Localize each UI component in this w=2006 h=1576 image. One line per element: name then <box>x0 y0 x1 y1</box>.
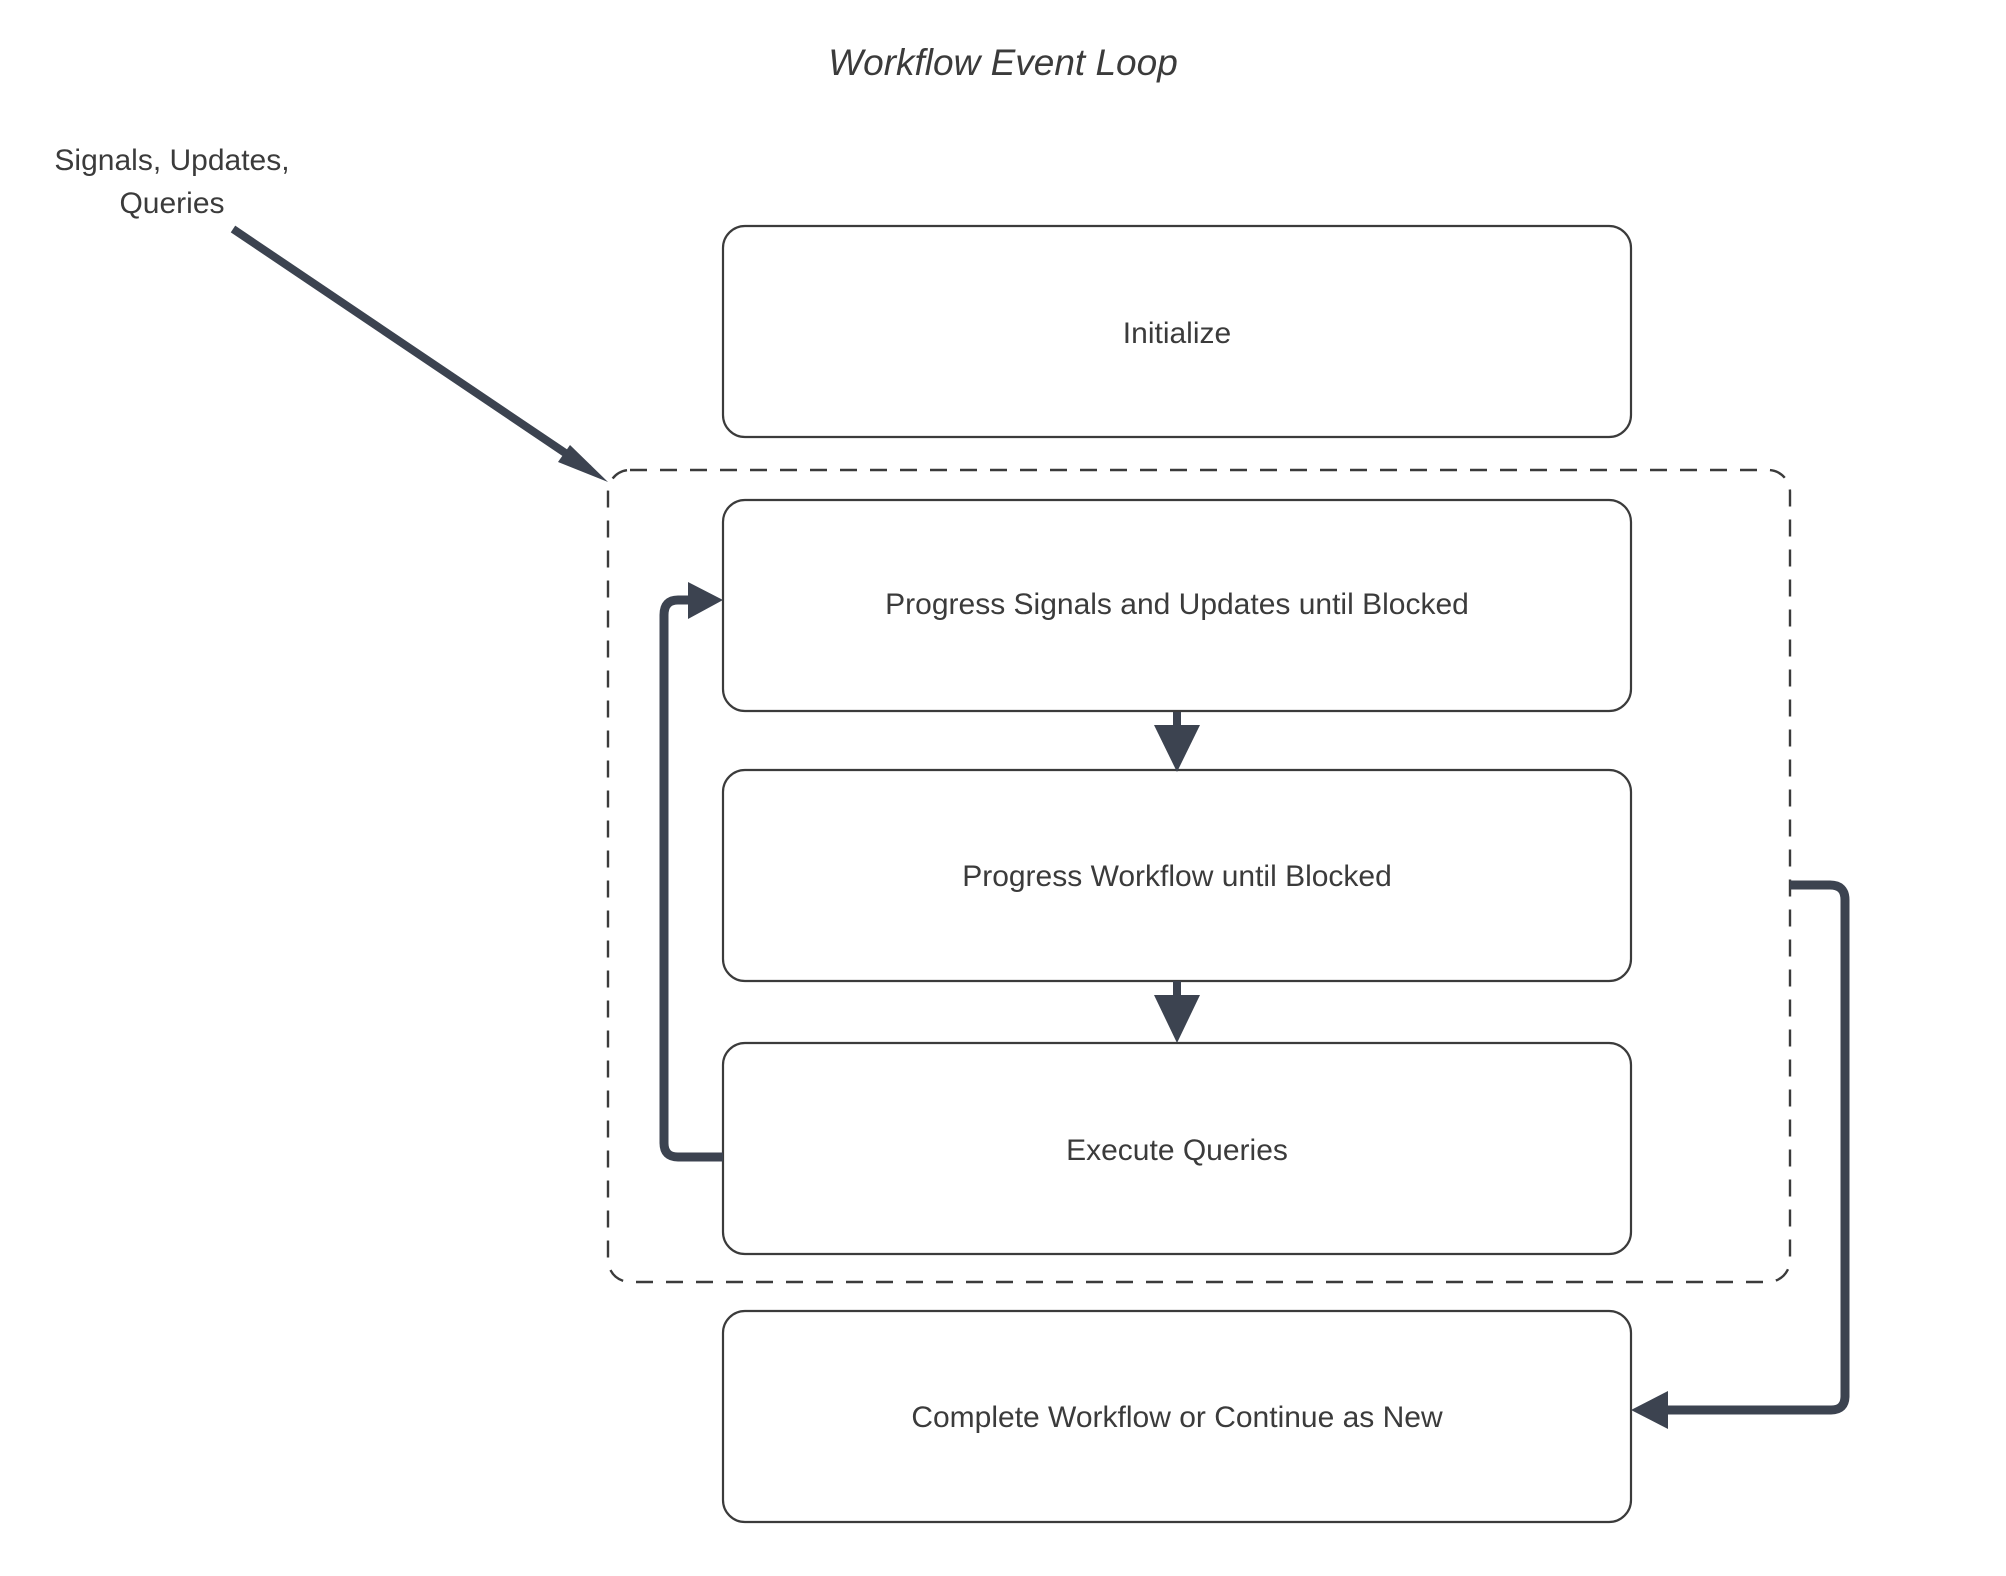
arrowhead-icon <box>1631 1391 1668 1429</box>
node-execute-queries[interactable]: Execute Queries <box>721 1041 1633 1256</box>
node-initialize[interactable]: Initialize <box>721 224 1633 439</box>
edge-progress-signals-to-progress-workflow <box>1154 712 1200 772</box>
page-title: Workflow Event Loop <box>828 42 1178 83</box>
node-progress-workflow-label: Progress Workflow until Blocked <box>962 860 1392 893</box>
arrowhead-icon <box>688 582 723 619</box>
node-execute-queries-label: Execute Queries <box>1066 1134 1288 1167</box>
node-complete-workflow-label: Complete Workflow or Continue as New <box>911 1401 1443 1434</box>
external-input-label-line2: Queries <box>119 187 224 220</box>
node-initialize-box[interactable] <box>721 224 1633 439</box>
arrowhead-icon <box>1154 995 1200 1043</box>
node-initialize-label: Initialize <box>1123 317 1231 350</box>
arrowhead-icon <box>1154 725 1200 772</box>
node-progress-signals[interactable]: Progress Signals and Updates until Block… <box>721 498 1633 713</box>
external-input-label-line1: Signals, Updates, <box>54 144 289 177</box>
node-progress-signals-box[interactable] <box>721 498 1633 713</box>
node-progress-workflow[interactable]: Progress Workflow until Blocked <box>721 768 1633 983</box>
edge-execute-queries-to-progress-signals <box>659 582 723 1162</box>
edge-progress-workflow-to-execute-queries <box>1154 981 1200 1043</box>
arrowhead-icon <box>558 445 608 482</box>
edge-external-to-event-loop <box>230 225 608 482</box>
node-progress-signals-label: Progress Signals and Updates until Block… <box>885 588 1469 621</box>
node-complete-workflow-box[interactable] <box>721 1309 1633 1524</box>
edge-event-loop-to-complete-workflow <box>1631 880 1850 1429</box>
node-complete-workflow[interactable]: Complete Workflow or Continue as New <box>721 1309 1633 1524</box>
